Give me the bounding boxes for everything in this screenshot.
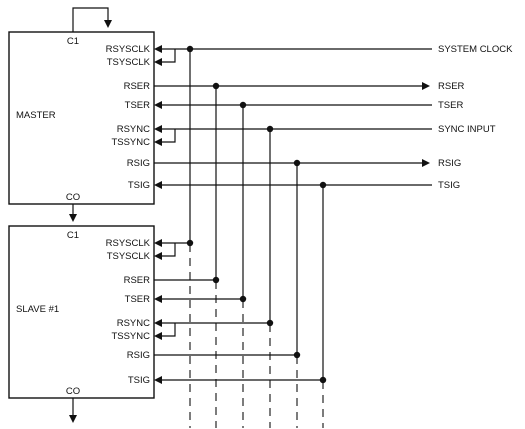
master-block <box>8 31 155 205</box>
master-tsysclk-branch <box>161 49 176 63</box>
slave-rsysclk-label: RSYSCLK <box>106 238 151 249</box>
cascade-arrow <box>69 214 77 222</box>
slave-rsync-arrow <box>154 319 162 327</box>
system-clock-label: SYSTEM CLOCK <box>438 44 513 55</box>
master-rsysclk-arrow <box>154 45 162 53</box>
slave-tsig-arrow <box>154 376 162 384</box>
master-c1-arrow <box>104 20 112 28</box>
junction-dot <box>266 319 274 327</box>
slave-rsysclk-arrow <box>154 239 162 247</box>
master-tssync-branch <box>161 129 176 143</box>
slave-tssync-branch <box>161 323 176 337</box>
slave-1-block <box>8 225 155 399</box>
slave-co-label: CO <box>66 386 80 397</box>
junction-dot <box>212 276 220 284</box>
rser-out-arrow <box>422 82 430 90</box>
slave-rsync-label: RSYNC <box>117 318 150 329</box>
rser-out-label: RSER <box>438 81 465 92</box>
tser-in-label: TSER <box>438 100 463 111</box>
junction-dot <box>319 181 327 189</box>
slave-co-out-arrow <box>69 415 77 423</box>
slave-tsig-label: TSIG <box>128 375 150 386</box>
slave-tsysclk-branch <box>161 243 176 257</box>
rsig-out-arrow <box>422 159 430 167</box>
junction-dot <box>319 376 327 384</box>
master-rsync-arrow <box>154 125 162 133</box>
master-co-label: CO <box>66 192 80 203</box>
master-rsync-label: RSYNC <box>117 124 150 135</box>
junction-dot <box>239 295 247 303</box>
master-tser-label: TSER <box>125 100 150 111</box>
master-c1-loop-wire <box>72 7 109 32</box>
slave-tssync-arrow <box>154 332 162 340</box>
slave-rsig-label: RSIG <box>127 350 150 361</box>
master-tser-arrow <box>154 101 162 109</box>
master-rsig-label: RSIG <box>127 158 150 169</box>
slave-block-name: SLAVE #1 <box>16 304 59 315</box>
master-c1-label: C1 <box>67 36 79 47</box>
master-tsysclk-arrow <box>154 58 162 66</box>
master-tsig-arrow <box>154 181 162 189</box>
junction-dot <box>266 125 274 133</box>
sync-input-label: SYNC INPUT <box>438 124 496 135</box>
slave-rser-label: RSER <box>124 275 151 286</box>
slave-tser-label: TSER <box>125 294 150 305</box>
junction-dot <box>293 351 301 359</box>
slave-tsysclk-arrow <box>154 252 162 260</box>
junction-dot <box>186 239 194 247</box>
master-tsysclk-label: TSYSCLK <box>107 57 151 68</box>
junction-dot <box>239 101 247 109</box>
rsig-out-label: RSIG <box>438 158 461 169</box>
slave-tsysclk-label: TSYSCLK <box>107 251 151 262</box>
junction-dot <box>212 82 220 90</box>
slave-c1-label: C1 <box>67 230 79 241</box>
tsig-in-label: TSIG <box>438 180 460 191</box>
master-tssync-arrow <box>154 138 162 146</box>
master-rsysclk-label: RSYSCLK <box>106 44 151 55</box>
slave-tssync-label: TSSYNC <box>111 331 150 342</box>
master-block-name: MASTER <box>16 110 56 121</box>
slave-tser-arrow <box>154 295 162 303</box>
junction-dot <box>186 45 194 53</box>
master-tssync-label: TSSYNC <box>111 137 150 148</box>
master-tsig-label: TSIG <box>128 180 150 191</box>
master-rser-label: RSER <box>124 81 151 92</box>
junction-dot <box>293 159 301 167</box>
